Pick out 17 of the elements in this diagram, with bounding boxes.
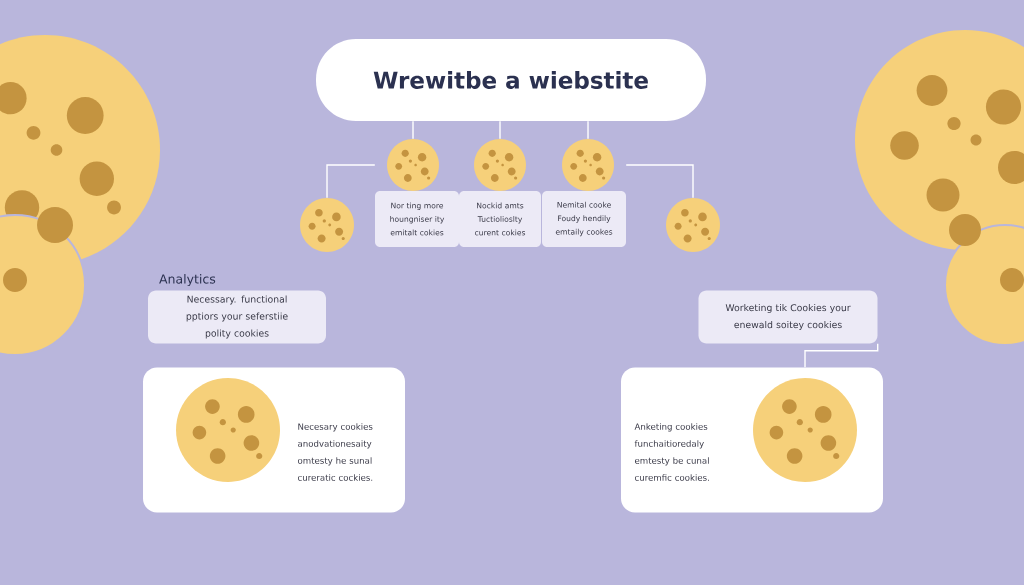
text-box: Necessary. functional pptiors your seferstiie polity cookies — [148, 290, 326, 344]
text-box: Worketing tik Cookies your enewald soitey cookies — [698, 290, 878, 344]
title-pill: Wrewitbe a wiebstite — [316, 39, 706, 121]
card-text: Anketing cookies funchaitioredaly emtesty be cunal curemfic cookies. — [634, 423, 709, 481]
card-text: Necesary cookies anodvationesaity omtesty he sunal cureratic cockies. — [298, 423, 373, 481]
connector-line — [587, 120, 589, 140]
connector-line — [499, 120, 501, 140]
connector-line — [412, 120, 414, 140]
connector-line — [625, 164, 694, 199]
heading: Analytics — [159, 274, 216, 287]
cookie-icon — [387, 139, 439, 191]
connector-line — [804, 343, 879, 368]
cookie-icon — [474, 139, 526, 191]
connector-line — [326, 164, 376, 199]
cookie-icon — [562, 139, 614, 191]
cookie-icon — [666, 198, 720, 252]
cookie-icon — [300, 198, 354, 252]
